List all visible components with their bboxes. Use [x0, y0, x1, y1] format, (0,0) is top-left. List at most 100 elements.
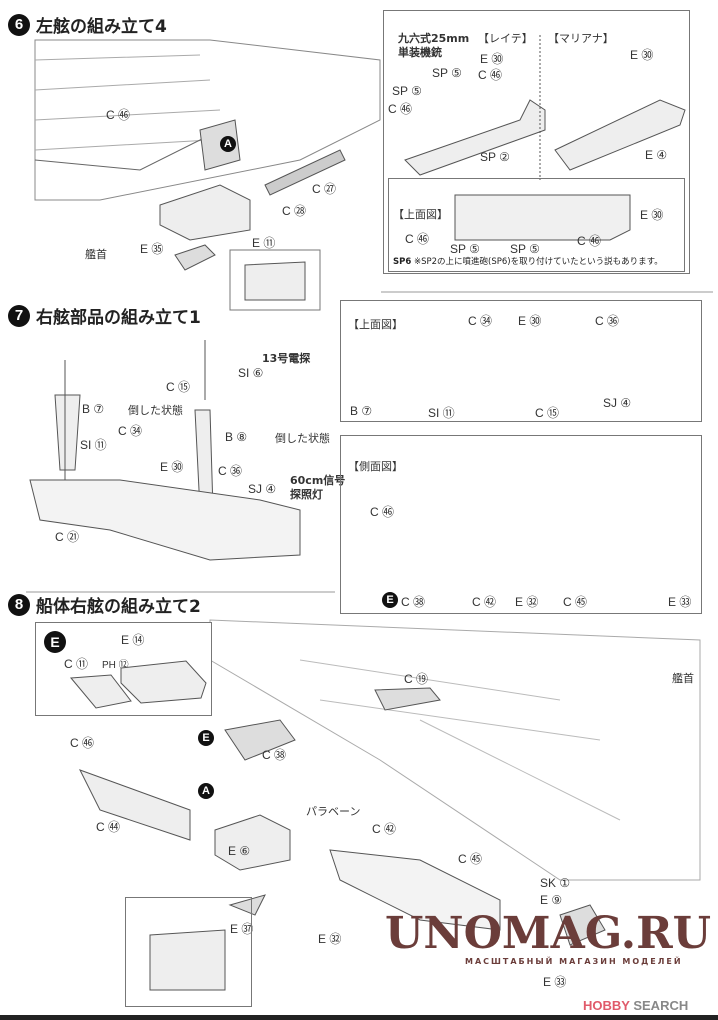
step-8-e-inset: E E ⑭ C ⑪ PH ⑫ — [35, 622, 212, 716]
radar-label: 13号電探 — [262, 352, 311, 365]
part-label: E ㉜ — [515, 595, 539, 609]
step-8-heading: 8 船体右舷の組み立て2 — [8, 592, 201, 617]
part-label: SP ⑤ — [510, 242, 540, 256]
step-6-detail-inset — [383, 10, 690, 274]
part-label: C ㊷ — [472, 595, 497, 609]
sub-assembly-marker-a: A — [220, 136, 236, 152]
part-label: E ⑨ — [540, 893, 563, 907]
part-label: C ㊱ — [218, 464, 243, 478]
step-8-detail-inset — [125, 897, 252, 1007]
part-label: C ㉘ — [282, 204, 307, 218]
part-label: C ⑮ — [166, 380, 191, 394]
part-label: E ④ — [645, 148, 668, 162]
part-label: C ㉗ — [312, 182, 337, 196]
part-label: C ㊻ — [70, 736, 95, 750]
part-label: SP ② — [480, 150, 510, 164]
part-label: E ㉝ — [543, 975, 567, 989]
gun-name: 単装機銃 — [398, 46, 442, 59]
top-view-box — [340, 300, 702, 422]
step-number: 7 — [8, 304, 30, 327]
part-label: C ㊳ — [401, 595, 426, 609]
part-label: E ⑪ — [252, 236, 276, 250]
part-label: SI ⑪ — [80, 438, 107, 452]
step-title: 右舷部品の組み立て1 — [36, 308, 201, 328]
part-label: E ㉚ — [640, 208, 664, 222]
part-label: C ㊷ — [372, 822, 397, 836]
bottom-edge — [0, 1015, 718, 1020]
part-label: SK ① — [540, 876, 571, 890]
brand-search: SEARCH — [633, 998, 689, 1013]
part-label: SI ⑥ — [238, 366, 264, 380]
part-label: C ㊻ — [478, 68, 503, 82]
part-label: PH ⑫ — [102, 660, 129, 671]
part-label: E ㉚ — [518, 314, 542, 328]
sub-assembly-marker-e: E — [44, 631, 66, 653]
side-view-box — [340, 435, 702, 614]
gun-name: 九六式25mm — [398, 32, 470, 45]
part-label: E ㉝ — [668, 595, 692, 609]
part-label: C ㊻ — [405, 232, 430, 246]
part-label: C ⑪ — [64, 657, 89, 671]
part-label: SP ⑤ — [432, 66, 462, 80]
side-view-title: 【側面図】 — [348, 460, 403, 473]
searchlight-label: 探照灯 — [290, 488, 323, 501]
folded-state-label: 倒した状態 — [128, 404, 183, 417]
part-label: E ㉚ — [480, 52, 504, 66]
step-6-heading: 6 左舷の組み立て4 — [8, 12, 167, 37]
paravane-label: パラベーン — [306, 805, 361, 818]
part-label: C ㉞ — [468, 314, 493, 328]
leyte-label: 【レイテ】 — [478, 32, 533, 45]
part-label: C ㊳ — [262, 748, 287, 762]
folded-state-label: 倒した状態 — [275, 432, 330, 445]
sub-assembly-marker-e: E — [382, 592, 398, 608]
part-label: C ㊹ — [96, 820, 121, 834]
top-view-box — [388, 178, 685, 272]
part-label: E ⑭ — [121, 633, 145, 647]
part-label: C ㊺ — [563, 595, 588, 609]
note-part: SP6 — [393, 257, 412, 267]
part-label: C ⑲ — [404, 672, 429, 686]
part-label: SJ ④ — [248, 482, 277, 496]
searchlight-label: 60cm信号 — [290, 474, 346, 487]
sub-assembly-marker-a: A — [198, 783, 214, 799]
part-label: C ㊻ — [370, 505, 395, 519]
step-7-heading: 7 右舷部品の組み立て1 — [8, 303, 201, 328]
bow-direction-label: 艦首 — [672, 672, 694, 685]
part-label: SP ⑤ — [392, 84, 422, 98]
watermark-logo: UNOMAG.RU — [385, 908, 712, 959]
note-text: ※SP2の上に噴進砲(SP6)を取り付けていたという説もあります。 — [413, 257, 663, 267]
step-title: 船体右舷の組み立て2 — [36, 597, 201, 617]
part-label: C ㊻ — [106, 108, 131, 122]
part-label: E ㉚ — [160, 460, 184, 474]
step-title: 左舷の組み立て4 — [36, 17, 167, 37]
sub-assembly-marker-e: E — [198, 730, 214, 746]
top-view-title: 【上面図】 — [348, 318, 403, 331]
watermark-subtitle: МАСШТАБНЫЙ МАГАЗИН МОДЕЛЕЙ — [465, 957, 683, 966]
part-label: B ⑧ — [225, 430, 248, 444]
part-label: B ⑦ — [82, 402, 105, 416]
part-label: SJ ④ — [603, 396, 632, 410]
part-label: C ㉑ — [55, 530, 80, 544]
part-label: E ㊲ — [230, 922, 254, 936]
part-label: E ⑥ — [228, 844, 251, 858]
part-label: C ㊺ — [458, 852, 483, 866]
part-label: C ㊱ — [595, 314, 620, 328]
step-number: 6 — [8, 13, 30, 36]
hobby-search-logo: HOBBY SEARCH — [583, 998, 688, 1013]
marianas-label: 【マリアナ】 — [548, 32, 614, 45]
part-label: SP ⑤ — [450, 242, 480, 256]
part-label: E ㉜ — [318, 932, 342, 946]
part-label: C ㊻ — [388, 102, 413, 116]
bow-direction-label: 艦首 — [85, 248, 107, 261]
e-subassembly-drawing — [69, 660, 207, 709]
part-label: C ㉞ — [118, 424, 143, 438]
part-label: SI ⑪ — [428, 406, 455, 420]
step-number: 8 — [8, 593, 30, 616]
sp6-note: SP6 ※SP2の上に噴進砲(SP6)を取り付けていたという説もあります。 — [393, 257, 683, 267]
part-label: C ⑮ — [535, 406, 560, 420]
brand-hobby: HOBBY — [583, 998, 630, 1013]
part-label: E ㉚ — [630, 48, 654, 62]
part-label: E ㉟ — [140, 242, 164, 256]
top-view-title: 【上面図】 — [393, 208, 448, 221]
